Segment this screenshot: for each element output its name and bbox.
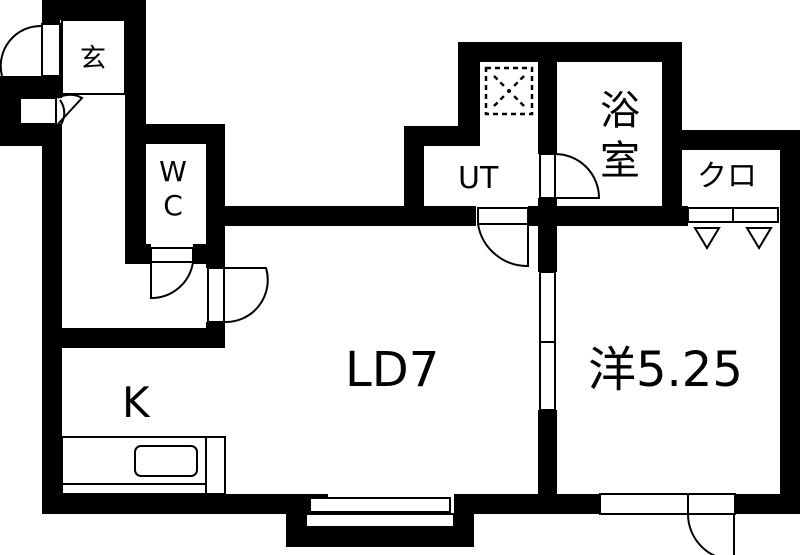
room-label-wc: WC — [159, 155, 187, 222]
genkan-floor — [61, 19, 126, 95]
washing-machine-icon — [484, 66, 534, 116]
room-label-ut: UT — [458, 161, 499, 196]
sink-icon — [134, 445, 198, 477]
window-western — [599, 493, 736, 515]
room-label-kitchen: K — [122, 378, 150, 427]
room-label-genkan: 玄 — [80, 44, 107, 74]
closet-arrow-icons — [693, 227, 773, 250]
door-swings — [0, 23, 735, 555]
room-label-closet: クロ — [697, 159, 757, 194]
shoe-box — [19, 97, 57, 125]
wc-floor — [146, 144, 206, 244]
window-ld — [305, 513, 455, 528]
room-label-western: 洋5.25 — [588, 342, 743, 398]
room-label-bath: 浴室 — [600, 88, 640, 184]
room-label-ld: LD7 — [345, 342, 440, 398]
